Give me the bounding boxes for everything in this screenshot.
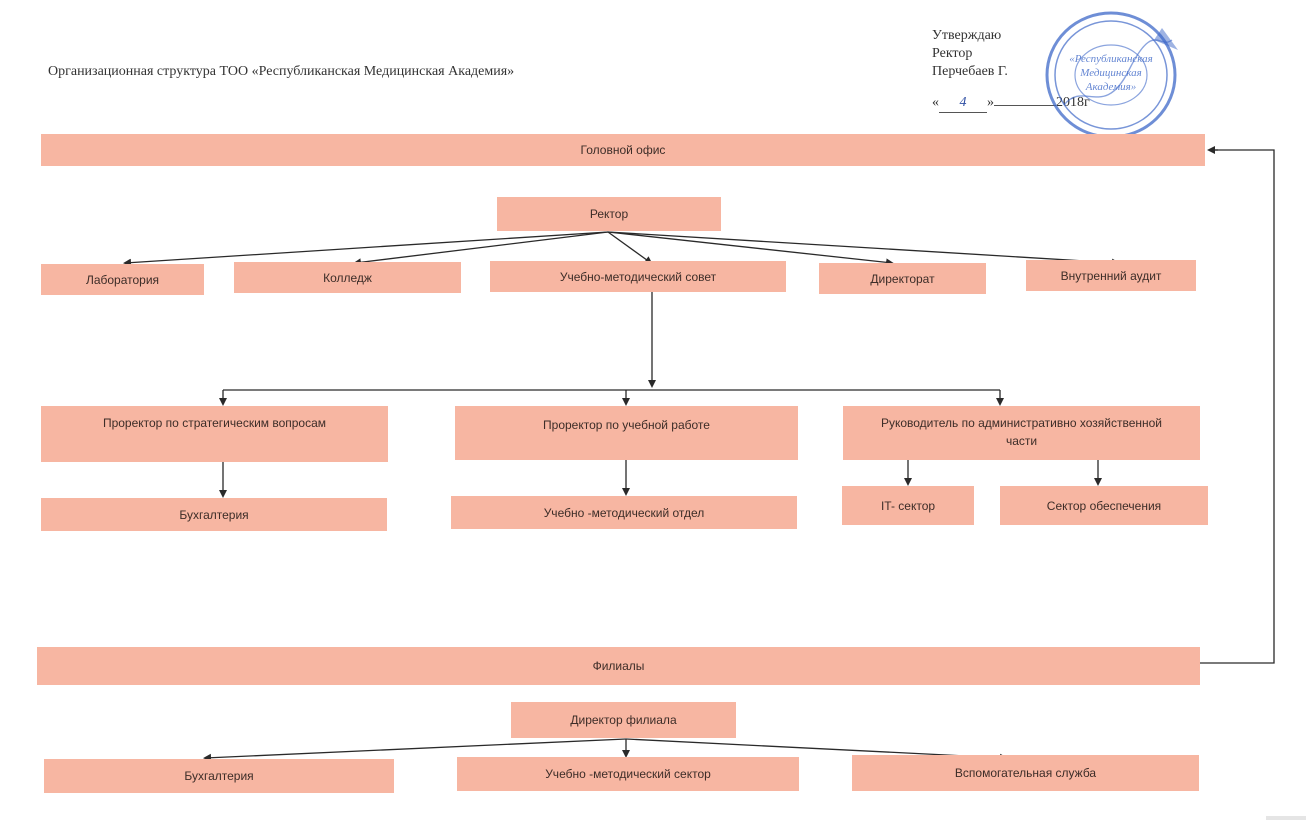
arrow-to-internal-audit — [607, 231, 1120, 267]
internal-audit-box: Внутренний аудит — [1026, 260, 1196, 291]
approval-line-approve: Утверждаю — [932, 28, 1002, 43]
scan-artifact — [1266, 816, 1306, 820]
methodical-council-box: Учебно-методический совет — [490, 261, 786, 292]
arrow-to-laboratory — [123, 231, 609, 267]
approval-line-name: Перчебаев Г. — [932, 64, 1008, 79]
college-box: Колледж — [234, 262, 461, 293]
directorate-box: Директорат — [819, 263, 986, 294]
date-day: 4 — [939, 94, 987, 113]
date-month-blank — [994, 105, 1056, 106]
document-title: Организационная структура ТОО «Республик… — [48, 64, 515, 79]
supply-sector-box: Сектор обеспечения — [1000, 486, 1208, 525]
laboratory-box: Лаборатория — [41, 264, 204, 295]
vice-rector-academic-box: Проректор по учебной работе — [455, 406, 798, 460]
date-open-quote: « — [932, 95, 939, 110]
branch-methodical-sector-box: Учебно -методический сектор — [457, 757, 799, 791]
branch-director-box: Директор филиала — [511, 702, 736, 738]
admin-head-box: Руководитель по административно хозяйств… — [843, 406, 1200, 460]
approval-line-position: Ректор — [932, 46, 973, 61]
branch-accounting-box: Бухгалтерия — [44, 759, 394, 793]
approval-block: Утверждаю Ректор Перчебаев Г. «4»2018г — [932, 27, 1090, 113]
seal-text-1: «Республиканская — [1069, 53, 1153, 65]
rector-box: Ректор — [497, 197, 721, 231]
arrow-to-branch-accounting — [203, 738, 627, 762]
seal-text-3: Академия» — [1085, 81, 1137, 93]
it-sector-box: IT- сектор — [842, 486, 974, 525]
branches-to-head-office-line — [1200, 149, 1275, 664]
vice-rector-strategic-box: Проректор по стратегическим вопросам — [41, 406, 388, 462]
arrow-to-directorate — [607, 231, 894, 267]
branch-support-service-box: Вспомогательная служба — [852, 755, 1199, 791]
date-close-quote: » — [987, 95, 994, 110]
accounting-box: Бухгалтерия — [41, 498, 387, 531]
methodical-department-box: Учебно -методический отдел — [451, 496, 797, 529]
arrow-to-methodical-council — [607, 231, 653, 265]
head-office-bar: Головной офис — [41, 134, 1205, 166]
branches-bar: Филиалы — [37, 647, 1200, 685]
arrow-to-branch-support — [625, 738, 1008, 762]
arrow-to-college — [353, 231, 609, 267]
